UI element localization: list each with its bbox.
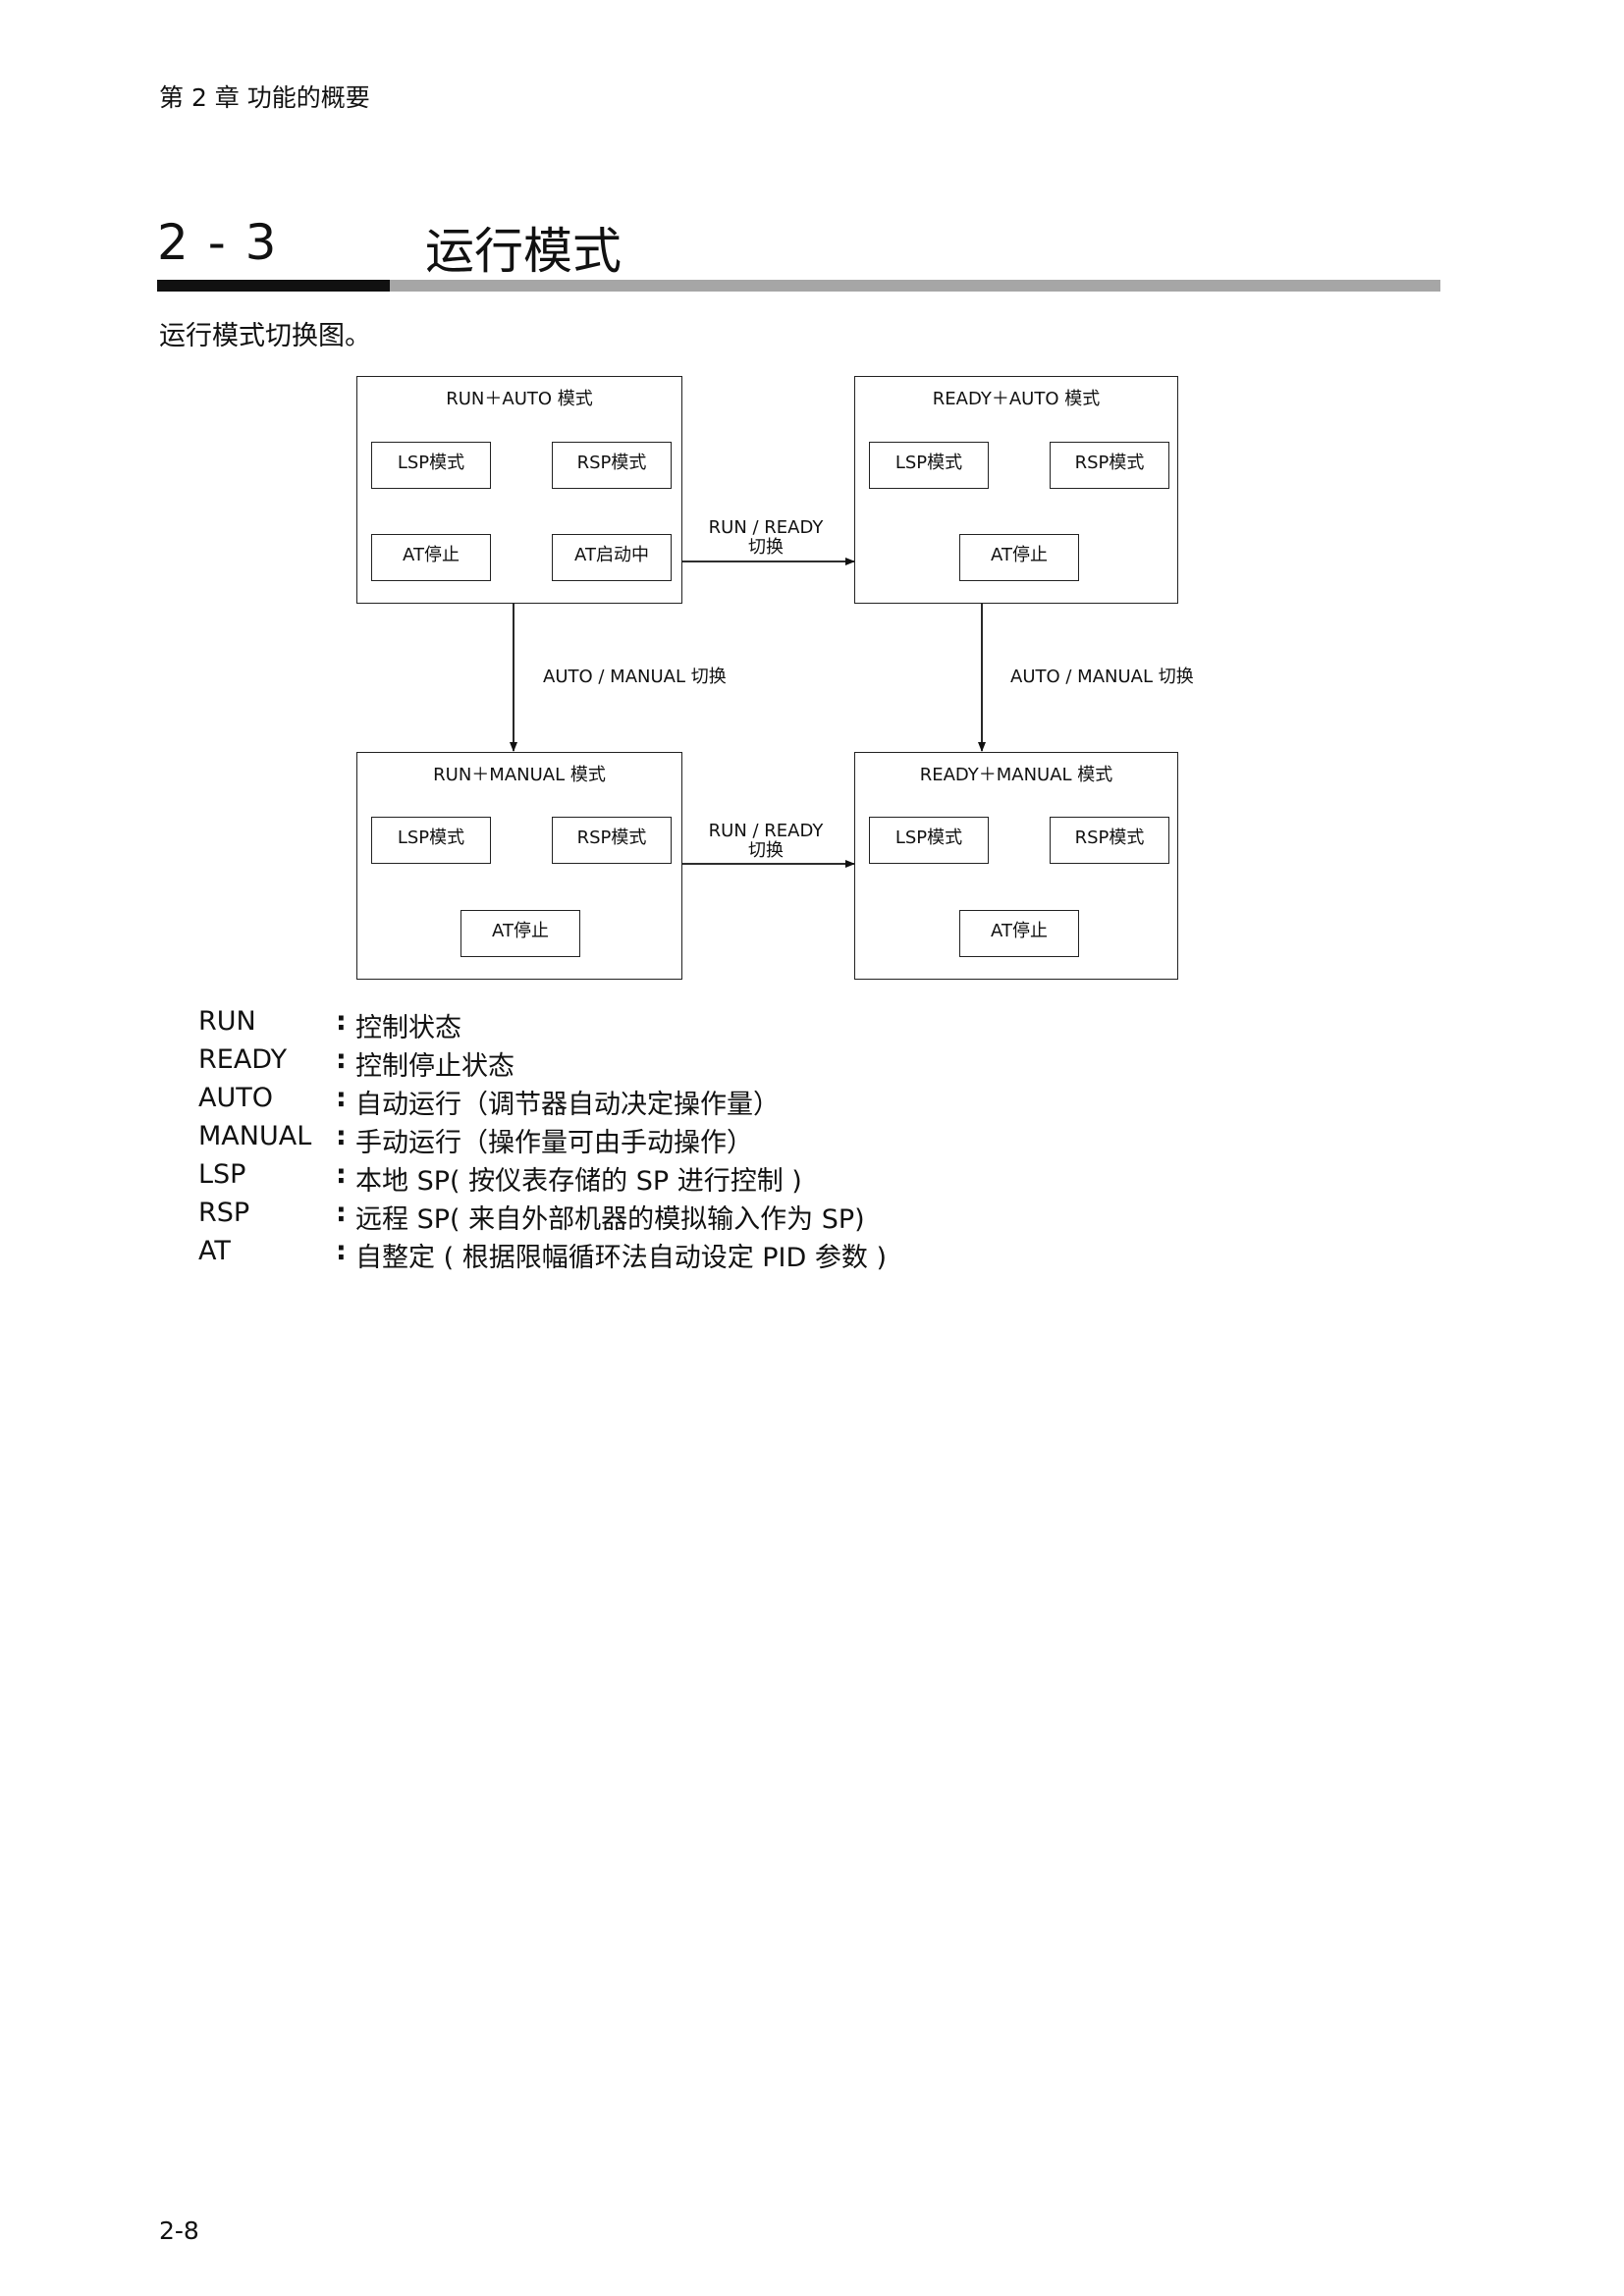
run-ready-switch-line2-b: 切换 [748,840,784,861]
legend-colon: : [336,1159,347,1190]
legend-term: LSP [198,1159,246,1190]
legend-desc: 本地 SP( 按仪表存储的 SP 进行控制 ) [355,1166,802,1197]
legend-term: AT [198,1236,231,1266]
run-auto-mode-title: RUN＋AUTO 模式 [446,389,593,409]
legend-term: AUTO [198,1083,273,1113]
ready-auto-at-stop-box: AT停止 [959,534,1079,581]
run-ready-switch-label-top: RUN / READY 切换 [687,518,844,558]
auto-manual-switch-label-left: AUTO / MANUAL 切换 [543,667,727,687]
run-manual-rsp-box: RSP模式 [552,817,672,864]
run-manual-mode-title: RUN＋MANUAL 模式 [433,765,606,785]
run-ready-switch-label-bottom: RUN / READY 切换 [687,822,844,861]
section-title: 运行模式 [425,223,622,280]
run-auto-at-running-box: AT启动中 [552,534,672,581]
legend-term: RUN [198,1006,256,1037]
auto-manual-switch-label-right: AUTO / MANUAL 切换 [1010,667,1194,687]
ready-manual-lsp-box: LSP模式 [869,817,989,864]
legend-colon: : [336,1006,347,1037]
legend-colon: : [336,1044,347,1075]
legend-colon: : [336,1236,347,1266]
ready-auto-rsp-box: RSP模式 [1050,442,1169,489]
run-ready-switch-line1-b: RUN / READY [708,821,824,841]
section-number: 2 - 3 [157,214,279,271]
run-manual-lsp-box: LSP模式 [371,817,491,864]
ready-manual-rsp-box: RSP模式 [1050,817,1169,864]
run-auto-at-stop-box: AT停止 [371,534,491,581]
legend-desc: 手动运行（操作量可由手动操作） [355,1128,753,1158]
legend-colon: : [336,1083,347,1113]
run-manual-at-stop-box: AT停止 [460,910,580,957]
section-rule-dark [157,280,390,292]
page-number: 2-8 [159,2216,199,2245]
chapter-header: 第 2 章 功能的概要 [159,83,370,112]
ready-auto-lsp-box: LSP模式 [869,442,989,489]
legend-term: RSP [198,1198,250,1228]
legend-colon: : [336,1198,347,1228]
run-ready-switch-line1: RUN / READY [708,517,824,538]
intro-text: 运行模式切换图。 [159,321,371,351]
legend-term: READY [198,1044,288,1075]
ready-manual-mode-title: READY＋MANUAL 模式 [919,765,1113,785]
legend-desc: 控制状态 [355,1013,461,1043]
legend-desc: 控制停止状态 [355,1051,514,1082]
run-ready-switch-line2: 切换 [748,537,784,558]
ready-manual-at-stop-box: AT停止 [959,910,1079,957]
legend-desc: 远程 SP( 来自外部机器的模拟输入作为 SP) [355,1204,865,1235]
run-auto-rsp-box: RSP模式 [552,442,672,489]
legend-term: MANUAL [198,1121,312,1151]
legend-desc: 自动运行（调节器自动决定操作量） [355,1090,780,1120]
run-auto-lsp-box: LSP模式 [371,442,491,489]
legend-colon: : [336,1121,347,1151]
ready-auto-mode-title: READY＋AUTO 模式 [932,389,1101,409]
section-rule-gray [390,280,1440,292]
legend-desc: 自整定 ( 根据限幅循环法自动设定 PID 参数 ) [355,1243,888,1273]
